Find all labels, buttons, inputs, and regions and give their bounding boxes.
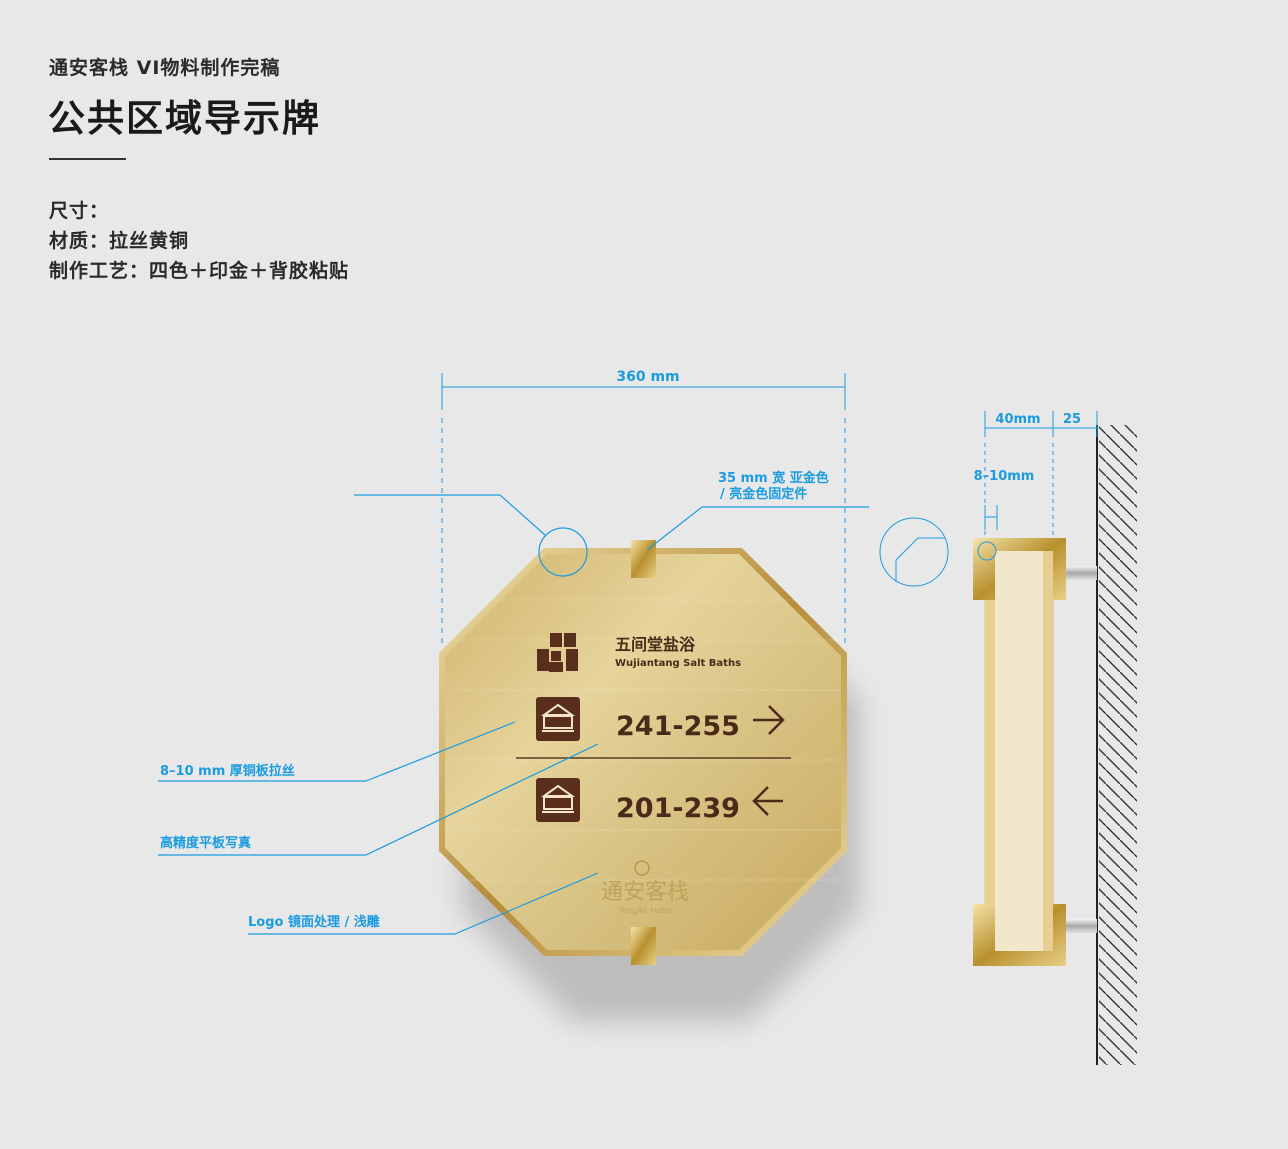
callout-plate: 8–10 mm 厚铜板拉丝 [160, 763, 295, 779]
spec-process: 制作工艺：四色＋印金＋背胶粘贴 [49, 260, 350, 282]
bed-icon [536, 697, 580, 741]
callout-leaders [158, 721, 599, 935]
arrow-left-icon [752, 786, 783, 816]
brand-name-cn: 五间堂盐浴 [615, 635, 696, 654]
hotel-logo-cn: 通安客栈 [601, 880, 689, 905]
width-label: 360 mm [616, 369, 679, 385]
depth-label: 40mm [995, 412, 1040, 427]
bottom-bracket [631, 927, 656, 965]
side-panel-plate [985, 548, 995, 964]
title-underline [49, 158, 126, 160]
thickness-label: 8–10mm [974, 469, 1035, 484]
hotel-logo: 通安客栈 TongAn Hotel [601, 860, 689, 915]
bed-icon [536, 778, 580, 822]
bracket-leader [646, 506, 869, 551]
side-panel-inner [1043, 548, 1053, 964]
room-range-1: 241-255 [616, 711, 740, 742]
bracket-note-1: 35 mm 宽 亚金色 [718, 470, 829, 486]
brand-name-en: Wujiantang Salt Baths [615, 658, 741, 669]
spec-material: 材质：拉丝黄铜 [49, 230, 190, 252]
side-panel-back [984, 547, 1054, 965]
room-range-2: 201-239 [616, 793, 740, 824]
wall-hatch [1099, 425, 1137, 1065]
callout-logo: Logo 镜面处理 / 浅雕 [248, 914, 380, 930]
side-dimensions [879, 411, 1098, 587]
side-bracket-bottom [973, 904, 1066, 966]
side-bracket-top [973, 538, 1066, 600]
spec-size: 尺寸： [49, 200, 110, 222]
callout-print: 高精度平板写真 [160, 835, 251, 851]
corner-detail-leader [354, 494, 588, 577]
page-title: 公共区域导示牌 [48, 97, 321, 140]
brand-logo-icon [537, 633, 578, 672]
gap-label: 25 [1063, 412, 1081, 427]
width-dimension [441, 373, 846, 645]
document-subtitle: 通安客栈 VI物料制作完稿 [49, 57, 281, 79]
brushed-texture [450, 599, 840, 881]
hotel-logo-en: TongAn Hotel [618, 906, 672, 915]
arrow-right-icon [753, 705, 785, 735]
bracket-note-2: / 亮金色固定件 [720, 486, 807, 502]
